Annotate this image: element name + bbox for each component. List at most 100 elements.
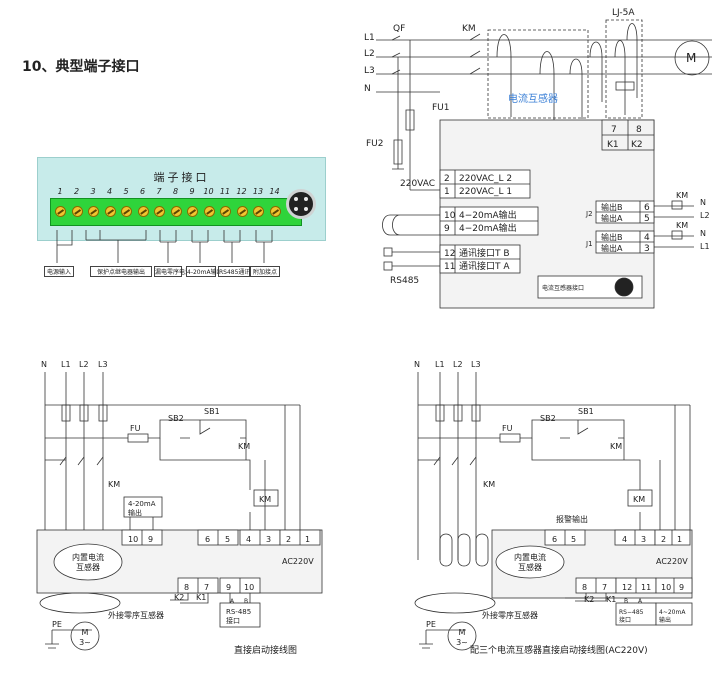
terminal-screw-icon bbox=[104, 206, 116, 217]
diagram-label: 10 bbox=[444, 211, 456, 221]
diagram-label: LJ-5A bbox=[612, 8, 635, 18]
terminal-screw-icon bbox=[236, 206, 248, 217]
terminal-group-label: 4-20mA输出 bbox=[186, 266, 223, 277]
diagram-label: 3 bbox=[641, 535, 646, 544]
terminal-number: 7 bbox=[156, 187, 162, 196]
diagram-label: L1 bbox=[61, 360, 71, 369]
diagram-label: 4−20mA输出 bbox=[459, 222, 517, 234]
terminal-number: 11 bbox=[219, 187, 231, 196]
diagram-label: L2 bbox=[79, 360, 89, 369]
diagram-label: L1 bbox=[364, 33, 375, 43]
diagram-label: A bbox=[230, 598, 235, 605]
diagram-label: M bbox=[686, 51, 696, 65]
terminal-screw-icon bbox=[121, 206, 132, 217]
terminal-screw-icon bbox=[269, 206, 281, 217]
diagram-label: 10 bbox=[128, 535, 138, 544]
terminal-group-label: 保护点继电器输出 bbox=[90, 266, 152, 277]
diagram-label: 通讯接口T B bbox=[459, 247, 510, 259]
diagram-label: 3 bbox=[266, 535, 271, 544]
diagram-label: L1 bbox=[700, 242, 710, 251]
diagram-label: L3 bbox=[471, 360, 481, 369]
diagram-label: 外接零序互感器 bbox=[482, 610, 538, 620]
terminal-group-label: 附加接点 bbox=[250, 266, 280, 277]
diagram-label: 互感器 bbox=[518, 562, 542, 572]
terminal-number: 12 bbox=[236, 187, 247, 196]
terminal-number: 10 bbox=[203, 187, 214, 196]
section-title: 10、典型端子接口 bbox=[22, 59, 140, 75]
diagram-label: 220VAC_L 1 bbox=[459, 187, 512, 197]
diagram-label: J1 bbox=[585, 240, 593, 248]
diagram-label: 输出 bbox=[659, 616, 671, 624]
diagram-label: KM bbox=[238, 442, 250, 451]
diagram-label: 输出B bbox=[601, 232, 623, 242]
diagram-label: 8 bbox=[184, 583, 189, 592]
caption-left: 直接启动接线图 bbox=[234, 644, 297, 656]
diagram-label: 3~ bbox=[79, 638, 91, 647]
diagram-label: 报警输出 bbox=[556, 514, 588, 524]
terminal-number: 3 bbox=[90, 187, 96, 196]
diagram-label: 输出A bbox=[601, 213, 623, 223]
diagram-label: 2 bbox=[286, 535, 291, 544]
terminal-screw-icon bbox=[154, 206, 165, 217]
diagram-label: 12 bbox=[444, 249, 455, 259]
terminal-screw-icon bbox=[71, 206, 83, 217]
terminal-screw-icon bbox=[203, 206, 215, 217]
diagram-label: KM bbox=[108, 480, 120, 489]
diagram-label: KM bbox=[676, 221, 688, 230]
ct-label: 电流互感器 bbox=[508, 92, 558, 105]
diagram-label: FU2 bbox=[366, 139, 384, 149]
terminal-number: 1 bbox=[57, 187, 63, 196]
diagram-label: 输出 bbox=[128, 508, 142, 517]
diagram-label: 输出B bbox=[601, 202, 623, 212]
diagram-label: 5 bbox=[644, 214, 650, 224]
diagram-label: N bbox=[700, 198, 706, 207]
diagram-label: KM bbox=[676, 191, 688, 200]
diagram-label: SB1 bbox=[204, 407, 220, 416]
diagram-label: 1 bbox=[677, 535, 682, 544]
diagram-label: 9 bbox=[148, 535, 153, 544]
diagram-label: RS485 bbox=[390, 276, 419, 286]
terminal-group-label: RS485通讯 bbox=[218, 266, 250, 277]
diagram-label: N bbox=[364, 84, 371, 94]
terminal-number: 9 bbox=[189, 187, 195, 196]
diagram-label: B bbox=[244, 598, 248, 605]
diagram-label: QF bbox=[393, 24, 405, 34]
diagram-label: 4−20mA输出 bbox=[459, 209, 517, 221]
diagram-label: 6 bbox=[205, 535, 210, 544]
terminal-group-label: 漏电零序电流 bbox=[154, 266, 191, 277]
diagram-label: L3 bbox=[98, 360, 108, 369]
diagram-label: 12 bbox=[622, 583, 632, 592]
terminal-screw-icon bbox=[137, 206, 149, 217]
diagram-label: KM bbox=[633, 495, 645, 504]
diagram-label: KM bbox=[483, 480, 495, 489]
terminal-number: 8 bbox=[172, 187, 179, 196]
diagram-label: 3 bbox=[644, 244, 650, 254]
terminal-screw-icon bbox=[220, 206, 231, 217]
terminal-number: 4 bbox=[106, 187, 113, 196]
diagram-label: 11 bbox=[444, 262, 455, 272]
diagram-label: 8 bbox=[582, 583, 587, 592]
diagram-label: J2 bbox=[585, 210, 593, 218]
diagram-label: 2 bbox=[444, 174, 450, 184]
terminal-group-label: 电源输入 bbox=[44, 266, 74, 277]
diagram-label: KM bbox=[610, 442, 622, 451]
diagram-label: L3 bbox=[364, 66, 375, 76]
terminal-number: 6 bbox=[139, 187, 146, 196]
diagram-label: PE bbox=[426, 620, 436, 629]
diagram-label: K1 bbox=[196, 593, 206, 602]
diagram-label: 互感器 bbox=[76, 562, 100, 572]
terminal-block-title: 端子接口 bbox=[153, 171, 210, 184]
diagram-label: K2 bbox=[631, 140, 643, 150]
terminal-screw-icon bbox=[88, 206, 99, 217]
diagram-label: FU bbox=[130, 424, 141, 433]
diagram-label: RS−485 bbox=[619, 609, 644, 616]
diagram-label: 接口 bbox=[619, 616, 631, 624]
diagram-label: 4 bbox=[644, 233, 650, 243]
diagram-label: 4 bbox=[246, 535, 251, 544]
diagram-label: N bbox=[41, 360, 47, 369]
sensor-socket-icon bbox=[286, 189, 316, 219]
terminal-number: 13 bbox=[252, 187, 264, 196]
diagram-label: 7 bbox=[204, 583, 209, 592]
